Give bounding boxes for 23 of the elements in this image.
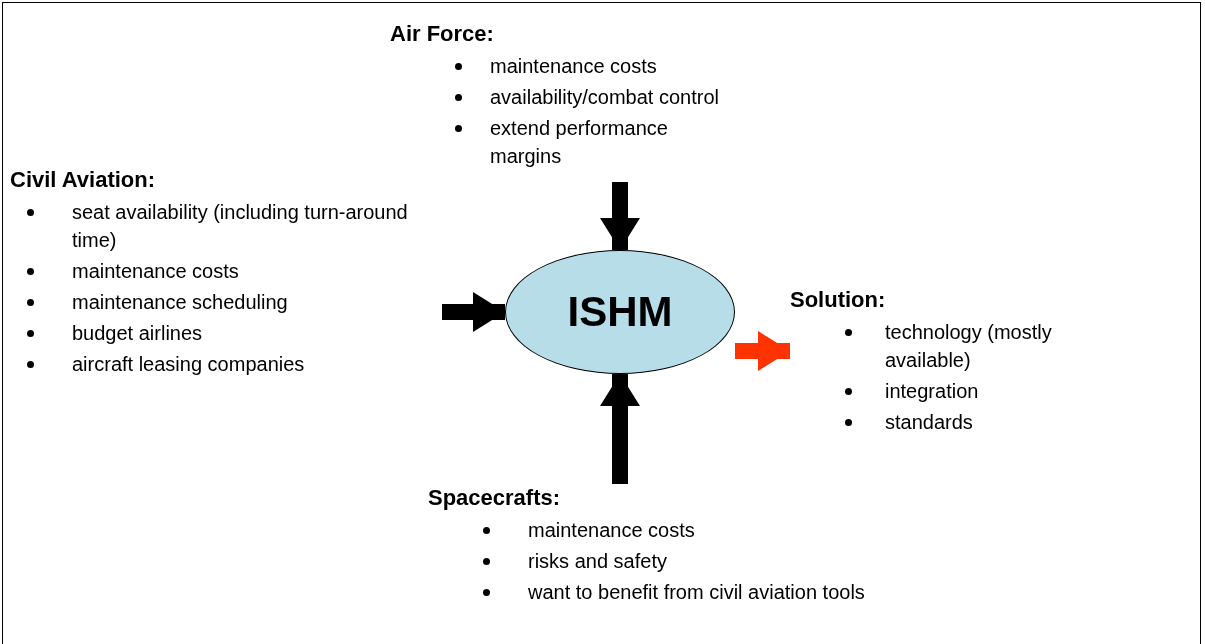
arrow [600, 182, 640, 250]
list-item-text: integration [885, 378, 979, 404]
heading-text: Solution: [790, 286, 886, 314]
list-item-text: risks and safety [528, 548, 667, 574]
list-item-text: budget airlines [72, 320, 203, 346]
arrow [442, 292, 505, 332]
arrow [735, 331, 790, 371]
list-item-text: seat availability (including turn-around time) [72, 199, 409, 253]
arrow [600, 374, 640, 484]
list-item-text: maintenance costs [490, 53, 657, 79]
list-item-text: want to benefit from civil aviation tools [528, 579, 865, 605]
node-label: ISHM [567, 288, 673, 336]
list-item-text: maintenance costs [72, 258, 239, 284]
list-item-text: maintenance costs [528, 517, 695, 543]
list-item-text: availability/combat control [490, 84, 719, 110]
list-item-text: technology (mostly available) [885, 319, 1053, 373]
list-item-text: extend performance margins [490, 115, 669, 169]
list-item-text: maintenance scheduling [72, 289, 288, 315]
list-item-text: aircraft leasing companies [72, 351, 305, 377]
heading-text: Civil Aviation: [10, 166, 156, 194]
heading-text: Spacecrafts: [428, 484, 561, 512]
heading-text: Air Force: [390, 20, 494, 48]
list-item-text: standards [885, 409, 973, 435]
